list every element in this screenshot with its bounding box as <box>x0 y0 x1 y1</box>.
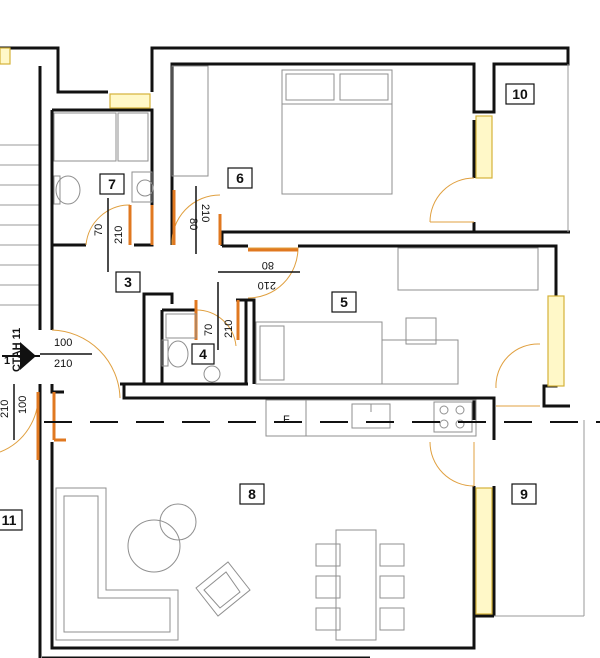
svg-text:5: 5 <box>340 294 348 310</box>
dim-d6-width: 80 <box>187 218 199 230</box>
staircase <box>0 144 40 306</box>
dim-left-width: 100 <box>17 396 29 414</box>
toilet-icon <box>55 175 81 205</box>
doors <box>0 177 541 487</box>
dim-d4-width: 70 <box>203 324 215 336</box>
room-8-label: 8 <box>239 483 265 505</box>
window-room-9 <box>475 487 493 615</box>
fridge-letter: F <box>283 414 290 426</box>
svg-text:10: 10 <box>512 86 528 102</box>
sink-icon <box>136 179 154 197</box>
door-dimensions: 70 210 80 210 80 210 70 210 100 210 100 … <box>0 186 300 440</box>
dim-d5-height: 210 <box>258 279 276 291</box>
room-8-furniture <box>55 487 405 641</box>
window-room-5 <box>547 295 565 387</box>
dim-d6-height: 210 <box>199 204 211 222</box>
dim-d5-width: 80 <box>262 259 274 271</box>
dim-entry-height: 210 <box>54 358 72 370</box>
room-7-label: 7 <box>99 173 125 195</box>
room-9-label: 9 <box>511 483 537 505</box>
svg-text:11: 11 <box>2 512 17 528</box>
svg-text:4: 4 <box>199 346 207 362</box>
dim-d7-width: 70 <box>93 224 105 236</box>
room-labels: 6 7 10 3 5 4 8 9 11 <box>0 83 537 531</box>
window-room-7 <box>109 93 151 109</box>
kitchen: F <box>265 399 477 437</box>
double-bed <box>281 69 393 195</box>
sink-icon <box>203 365 221 383</box>
bathroom-7-fixtures <box>53 112 154 205</box>
room-6-label: 6 <box>227 167 253 189</box>
armchair <box>195 561 251 617</box>
room-4-label: 4 <box>191 343 215 365</box>
section-marker-digit: 1 <box>4 355 10 367</box>
svg-text:3: 3 <box>124 274 132 290</box>
room-11-label: 11 <box>0 509 23 531</box>
windows <box>0 47 565 615</box>
dim-left-height: 210 <box>0 400 11 418</box>
svg-text:8: 8 <box>248 486 256 502</box>
svg-text:6: 6 <box>236 170 244 186</box>
dining-table <box>335 529 377 641</box>
svg-text:7: 7 <box>108 176 116 192</box>
corner-sofa <box>55 487 179 641</box>
room-3-label: 3 <box>115 271 141 293</box>
toilet-icon <box>167 340 189 368</box>
room-5-furniture <box>255 247 539 385</box>
bathroom-4-fixtures <box>161 313 221 383</box>
window-top-left <box>0 47 11 65</box>
section-marker-label: СТАН 11 <box>11 328 23 372</box>
svg-text:9: 9 <box>520 486 528 502</box>
window-room-10 <box>475 115 493 179</box>
dim-d4-height: 210 <box>223 320 235 338</box>
room-10-label: 10 <box>505 83 535 105</box>
coffee-table <box>127 519 181 573</box>
section-marker: СТАН 11 1 <box>2 328 40 372</box>
room-5-label: 5 <box>331 291 357 313</box>
single-bed <box>255 321 383 385</box>
room-6-furniture <box>171 65 393 195</box>
cooktop <box>433 401 473 433</box>
dim-d7-height: 210 <box>113 226 125 244</box>
dim-entry-width: 100 <box>54 337 72 349</box>
